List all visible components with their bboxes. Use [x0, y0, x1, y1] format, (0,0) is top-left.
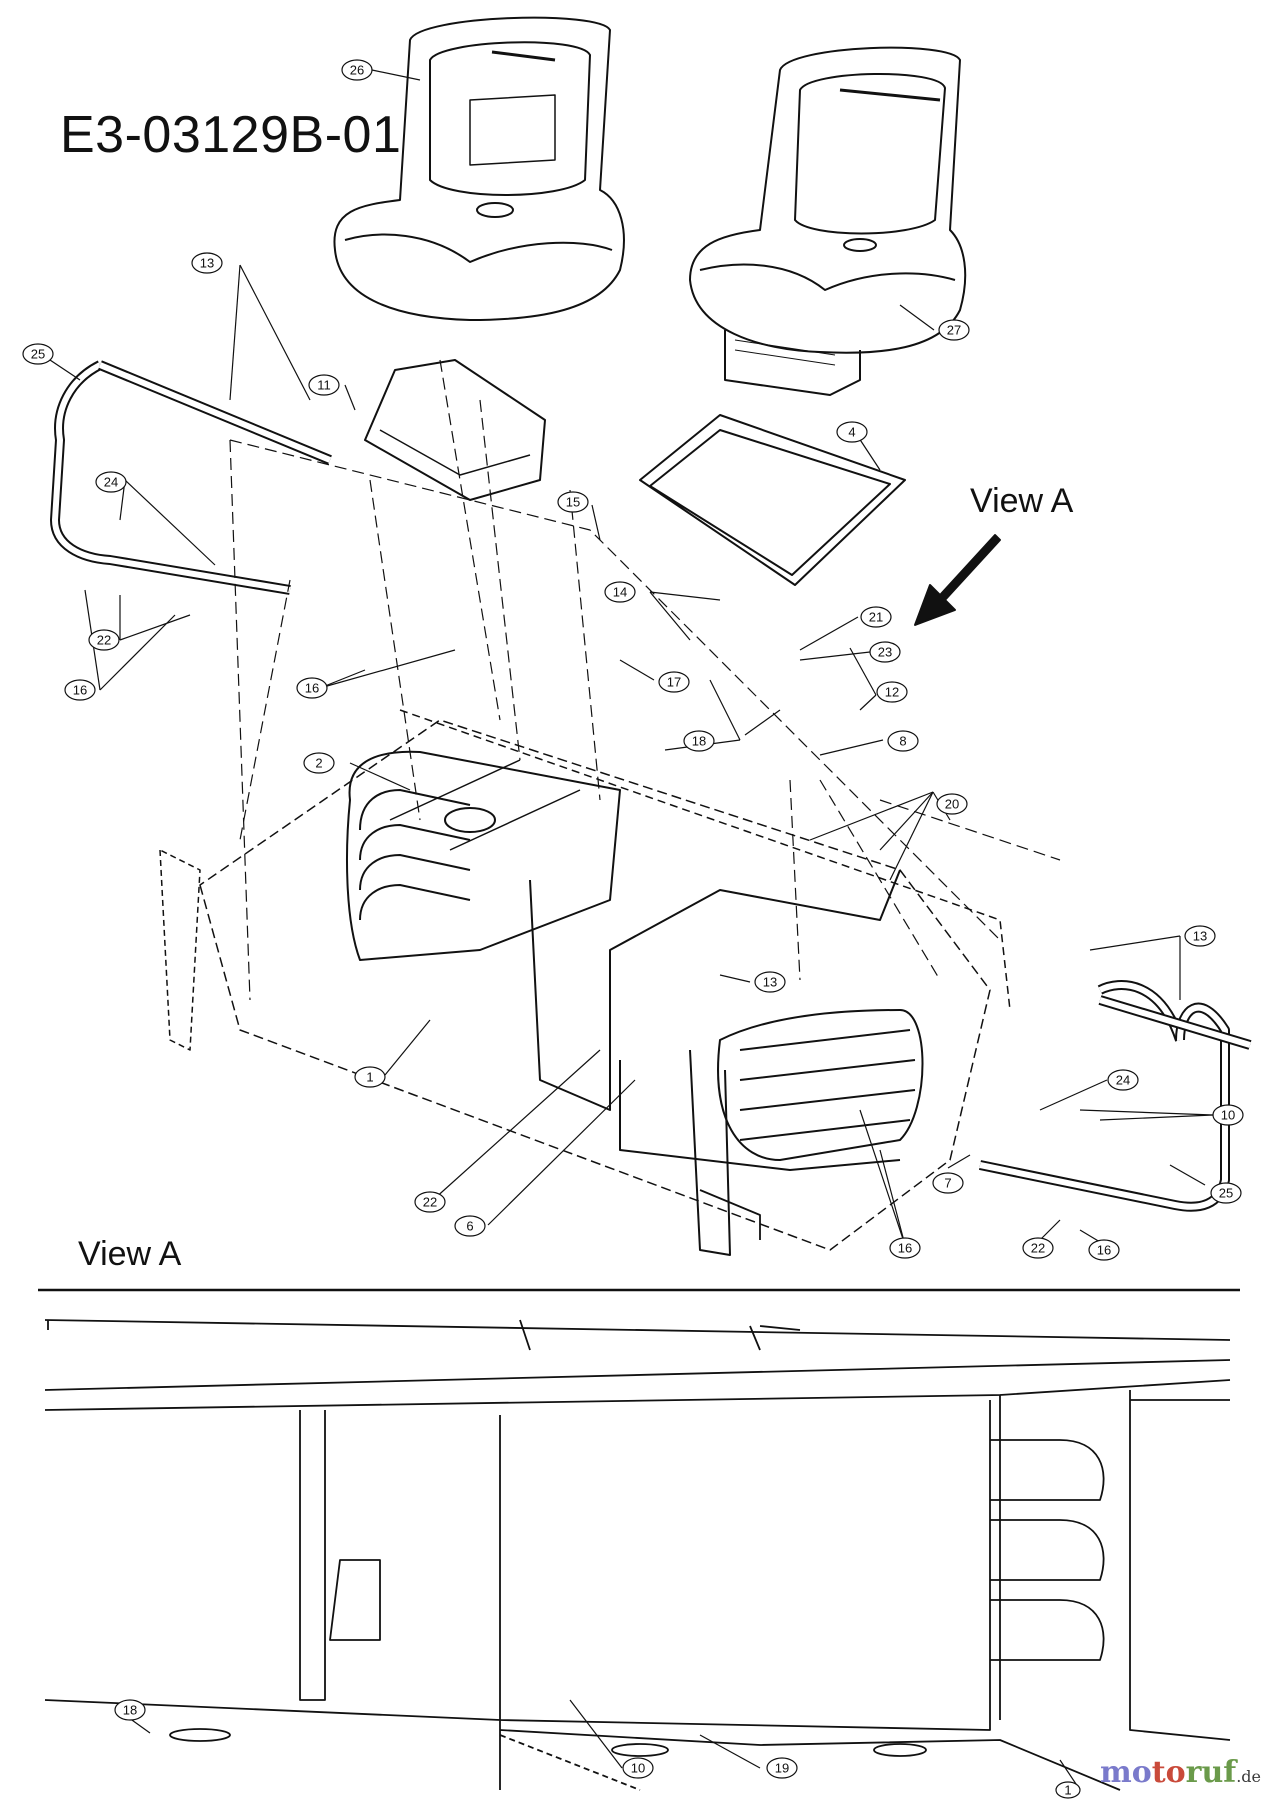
callout-label-22: 22 — [97, 633, 111, 648]
callout-label-24: 24 — [1116, 1073, 1130, 1088]
callout-label-16: 16 — [73, 683, 87, 698]
seat-27-drawing — [689, 46, 967, 396]
callout-label-23: 23 — [878, 645, 892, 660]
callout-label-2: 2 — [315, 756, 322, 771]
callout-label-25: 25 — [1219, 1186, 1233, 1201]
callout-label-19: 19 — [775, 1761, 789, 1776]
callout-label-13: 13 — [763, 975, 777, 990]
callout-label-8: 8 — [899, 734, 906, 749]
callout-label-10: 10 — [1221, 1108, 1235, 1123]
callout-label-21: 21 — [869, 610, 883, 625]
seat-26-drawing — [333, 16, 625, 321]
fender-right-drawing — [689, 1009, 924, 1256]
callout-label-16: 16 — [305, 681, 319, 696]
callout-label-25: 25 — [31, 347, 45, 362]
callout-label-26: 26 — [350, 63, 364, 78]
callout-label-18: 18 — [692, 734, 706, 749]
view-a-label-lower: View A — [78, 1235, 182, 1273]
callout-label-15: 15 — [566, 495, 580, 510]
callout-label-24: 24 — [104, 475, 118, 490]
watermark-logo: motoruf.de — [1100, 1755, 1261, 1790]
callout-label-12: 12 — [885, 685, 899, 700]
callout-label-10: 10 — [631, 1761, 645, 1776]
callout-label-18: 18 — [123, 1703, 137, 1718]
callout-label-16: 16 — [898, 1241, 912, 1256]
fender-2-drawing — [346, 750, 621, 961]
callout-label-27: 27 — [947, 323, 961, 338]
callout-label-13: 13 — [200, 256, 214, 271]
callout-label-20: 20 — [945, 797, 959, 812]
callout-label-1: 1 — [366, 1070, 373, 1085]
view-a-label-upper: View A — [970, 482, 1074, 520]
callout-label-16: 16 — [1097, 1243, 1111, 1258]
callout-label-6: 6 — [466, 1219, 473, 1234]
callout-bubbles — [22, 59, 1244, 1799]
seat-bracket-drawing — [364, 359, 546, 501]
callout-label-7: 7 — [944, 1176, 951, 1191]
callout-label-1: 1 — [1064, 1783, 1071, 1798]
callout-label-22: 22 — [1031, 1241, 1045, 1256]
callout-label-22: 22 — [423, 1195, 437, 1210]
callout-label-14: 14 — [613, 585, 627, 600]
callout-label-17: 17 — [667, 675, 681, 690]
callout-label-4: 4 — [848, 425, 855, 440]
diagram-title: E3-03129B-01 — [60, 106, 402, 164]
callout-label-11: 11 — [317, 378, 331, 393]
view-a-leaders — [117, 1699, 1081, 1791]
view-a-detail-drawing — [44, 1189, 1231, 1791]
callout-label-13: 13 — [1193, 929, 1207, 944]
seat-pan-4-drawing — [639, 414, 906, 586]
